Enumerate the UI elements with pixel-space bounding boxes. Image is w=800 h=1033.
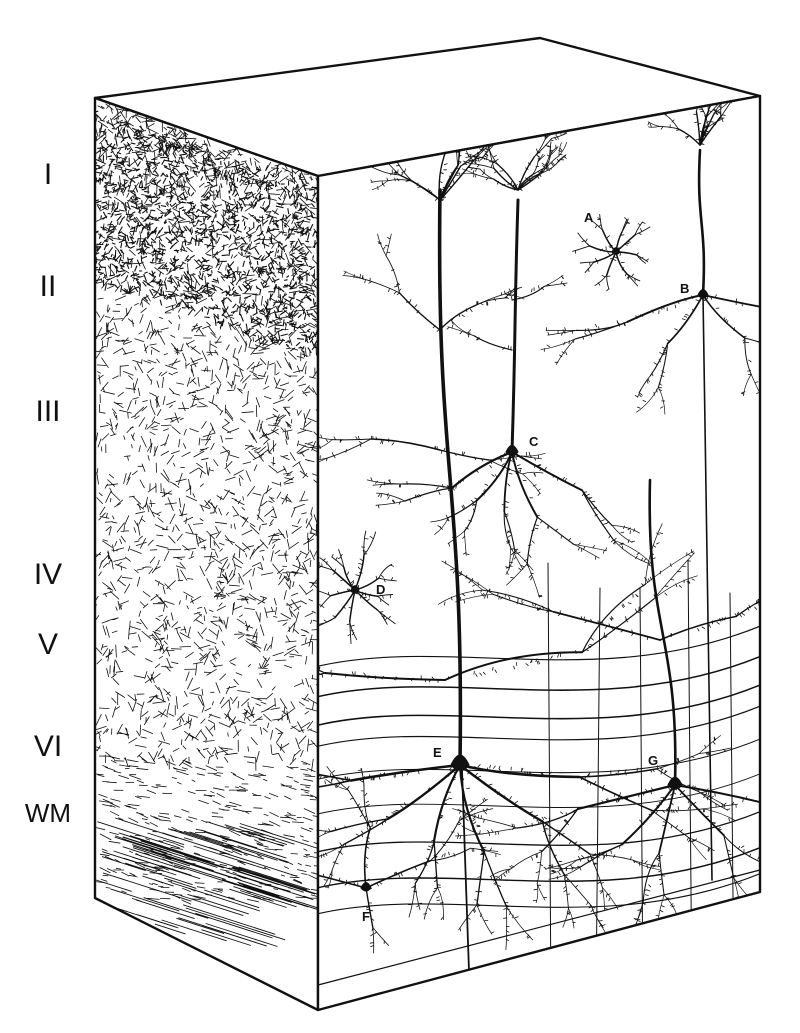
cell-letter-a: A	[584, 210, 594, 225]
layer-label-vi: VI	[33, 730, 63, 763]
block-outline	[93, 36, 762, 1012]
cell-letter-c: C	[529, 434, 539, 449]
layer-label-i: I	[43, 158, 53, 191]
stained-cortex-texture	[95, 103, 318, 953]
cell-letter-e: E	[433, 745, 442, 760]
cell-letter-d: D	[376, 582, 385, 597]
layer-label-iv: IV	[33, 558, 63, 591]
layer-label-wm: WM	[24, 798, 72, 828]
cell-letter-b: B	[680, 281, 689, 296]
layer-label-iii: III	[35, 395, 61, 428]
front-base-line	[317, 869, 761, 986]
cell-letter-g: G	[648, 753, 658, 768]
cell-letters: A B C D E G F	[362, 210, 689, 924]
layer-label-ii: II	[39, 270, 57, 303]
layer-label-v: V	[37, 628, 58, 661]
front-face	[316, 94, 762, 1012]
cell-letter-f: F	[362, 909, 370, 924]
